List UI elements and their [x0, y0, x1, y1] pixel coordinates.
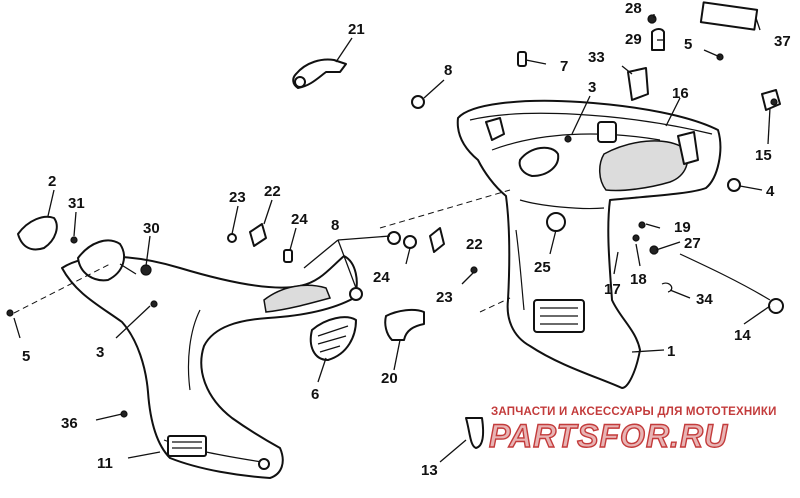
- callout-22: 22: [264, 183, 281, 200]
- callout-labels: 28 29 5 37 21 8 7 33 3 16 15 4 2 31 30 2…: [22, 0, 791, 479]
- callout-8-lower: 8: [331, 217, 339, 234]
- part-28-screw: [647, 14, 657, 24]
- callout-5-lower: 5: [22, 348, 30, 365]
- callout-28: 28: [625, 0, 642, 17]
- assembly-lines: [13, 189, 511, 314]
- callout-14: 14: [734, 327, 751, 344]
- part-33-bracket: [627, 67, 649, 101]
- callout-11: 11: [97, 455, 113, 472]
- callout-24: 24: [291, 211, 308, 228]
- callout-19: 19: [674, 219, 691, 236]
- callout-36: 36: [61, 415, 78, 432]
- part-6-grille: [309, 316, 357, 361]
- callout-4: 4: [766, 183, 775, 200]
- callout-1: 1: [667, 343, 675, 360]
- callout-18: 18: [630, 271, 647, 288]
- callout-23: 23: [229, 189, 246, 206]
- callout-22-lower: 22: [466, 236, 483, 253]
- part-11-front-cover: [61, 239, 358, 479]
- part-20-handle: [384, 308, 425, 341]
- callout-15: 15: [755, 147, 772, 164]
- watermark-caption: ЗАПЧАСТИ И АКСЕССУАРЫ ДЛЯ МОТОТЕХНИКИ: [491, 406, 777, 418]
- watermark: ЗАПЧАСТИ И АКСЕССУАРЫ ДЛЯ МОТОТЕХНИКИ PA…: [488, 406, 777, 455]
- callout-34: 34: [696, 291, 713, 308]
- callout-30: 30: [143, 220, 160, 237]
- watermark-logo: PARTSFOR.RU: [489, 418, 728, 454]
- callout-29: 29: [625, 31, 642, 48]
- callout-2: 2: [48, 173, 56, 190]
- part-2-latch: [17, 215, 58, 251]
- callout-31: 31: [68, 195, 85, 212]
- callout-17: 17: [604, 281, 621, 298]
- callout-16: 16: [672, 85, 689, 102]
- small-hardware: [6, 51, 724, 418]
- callout-6: 6: [311, 386, 319, 403]
- part-4-grommet: [727, 178, 741, 192]
- part-1-rear-cover: [456, 99, 722, 389]
- callout-37: 37: [774, 33, 791, 50]
- leader-lines: [13, 14, 771, 463]
- callout-24-lower: 24: [373, 269, 390, 286]
- callout-33: 33: [588, 49, 605, 66]
- callout-21: 21: [348, 21, 365, 38]
- part-21-handle: [292, 58, 347, 89]
- callout-5: 5: [684, 36, 692, 53]
- part-13-hose: [465, 417, 485, 449]
- part-37-decal: [699, 1, 759, 31]
- callout-25: 25: [534, 259, 551, 276]
- callout-3: 3: [588, 79, 596, 96]
- callout-27: 27: [684, 235, 701, 252]
- callout-8: 8: [444, 62, 452, 79]
- callout-20: 20: [381, 370, 398, 387]
- callout-7: 7: [560, 58, 568, 75]
- part-15-fitting: [761, 89, 781, 111]
- callout-23-lower: 23: [436, 289, 453, 306]
- callout-3-lower: 3: [96, 344, 104, 361]
- callout-13: 13: [421, 462, 438, 479]
